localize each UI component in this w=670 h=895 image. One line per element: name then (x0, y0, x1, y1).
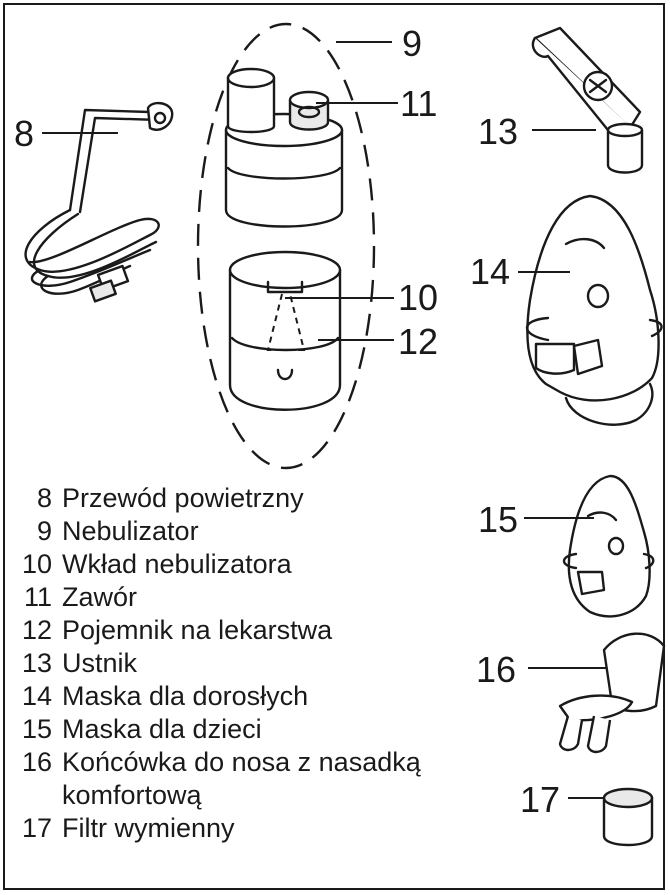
callout-17: 17 (520, 779, 561, 820)
legend-item: 17 Filtr wymienny (0, 812, 460, 845)
filter-drawing (602, 787, 654, 847)
nebulizer-top-drawing (224, 67, 344, 228)
legend-number: 8 (36, 483, 52, 513)
callout-16: 16 (476, 649, 517, 690)
legend-number: 11 (23, 582, 52, 612)
legend-label: Zawór (62, 582, 138, 612)
legend-label: Końcówka do nosa z nasadką (62, 747, 421, 777)
callout-8: 8 (14, 113, 35, 154)
legend-item: 14 Maska dla dorosłych (0, 680, 460, 713)
mouthpiece-drawing (531, 26, 644, 174)
child-mask-drawing (562, 474, 655, 618)
callout-14: 14 (470, 251, 511, 292)
legend-label: Maska dla dzieci (62, 714, 262, 744)
legend-label: Przewód powietrzny (62, 483, 304, 513)
callout-13: 13 (478, 111, 519, 152)
callout-10: 10 (398, 277, 439, 318)
parts-legend: 8 Przewód powietrzny 9 Nebulizator 10 Wkład… (0, 482, 460, 845)
legend-label: Maska dla dorosłych (62, 681, 309, 711)
nebulizer-bottom-drawing (228, 250, 342, 411)
legend-number: 13 (21, 648, 52, 678)
legend-continuation: komfortową (62, 780, 202, 810)
legend-item: 9 Nebulizator (0, 515, 460, 548)
callout-11: 11 (400, 83, 438, 124)
legend-number: 14 (21, 681, 52, 711)
diagram-frame (3, 3, 665, 890)
callout-15: 15 (478, 499, 519, 540)
legend-item: 13 Ustnik (0, 647, 460, 680)
legend-number: 16 (21, 747, 52, 777)
legend-number: 15 (21, 714, 52, 744)
legend-item: 8 Przewód powietrzny (0, 482, 460, 515)
legend-label: Nebulizator (62, 516, 199, 546)
legend-item: 10 Wkład nebulizatora (0, 548, 460, 581)
legend-label: Pojemnik na lekarstwa (62, 615, 333, 645)
nebulizer-outline (196, 22, 376, 470)
air-tube-drawing (24, 101, 174, 303)
legend-number: 10 (21, 549, 52, 579)
legend-number: 9 (36, 516, 52, 546)
legend-item: 12 Pojemnik na lekarstwa (0, 614, 460, 647)
legend-label: Wkład nebulizatora (62, 549, 292, 579)
callout-9: 9 (402, 23, 423, 64)
legend-number: 17 (21, 813, 52, 843)
nasal-piece-drawing (558, 632, 666, 754)
legend-label: Filtr wymienny (62, 813, 235, 843)
callout-12: 12 (398, 321, 439, 362)
legend-label: Ustnik (62, 648, 138, 678)
legend-item: 11 Zawór (0, 581, 460, 614)
legend-item: 15 Maska dla dzieci (0, 713, 460, 746)
legend-number: 12 (21, 615, 52, 645)
adult-mask-drawing (526, 194, 663, 426)
legend-item: 16 Końcówka do nosa z nasadką (0, 746, 460, 779)
